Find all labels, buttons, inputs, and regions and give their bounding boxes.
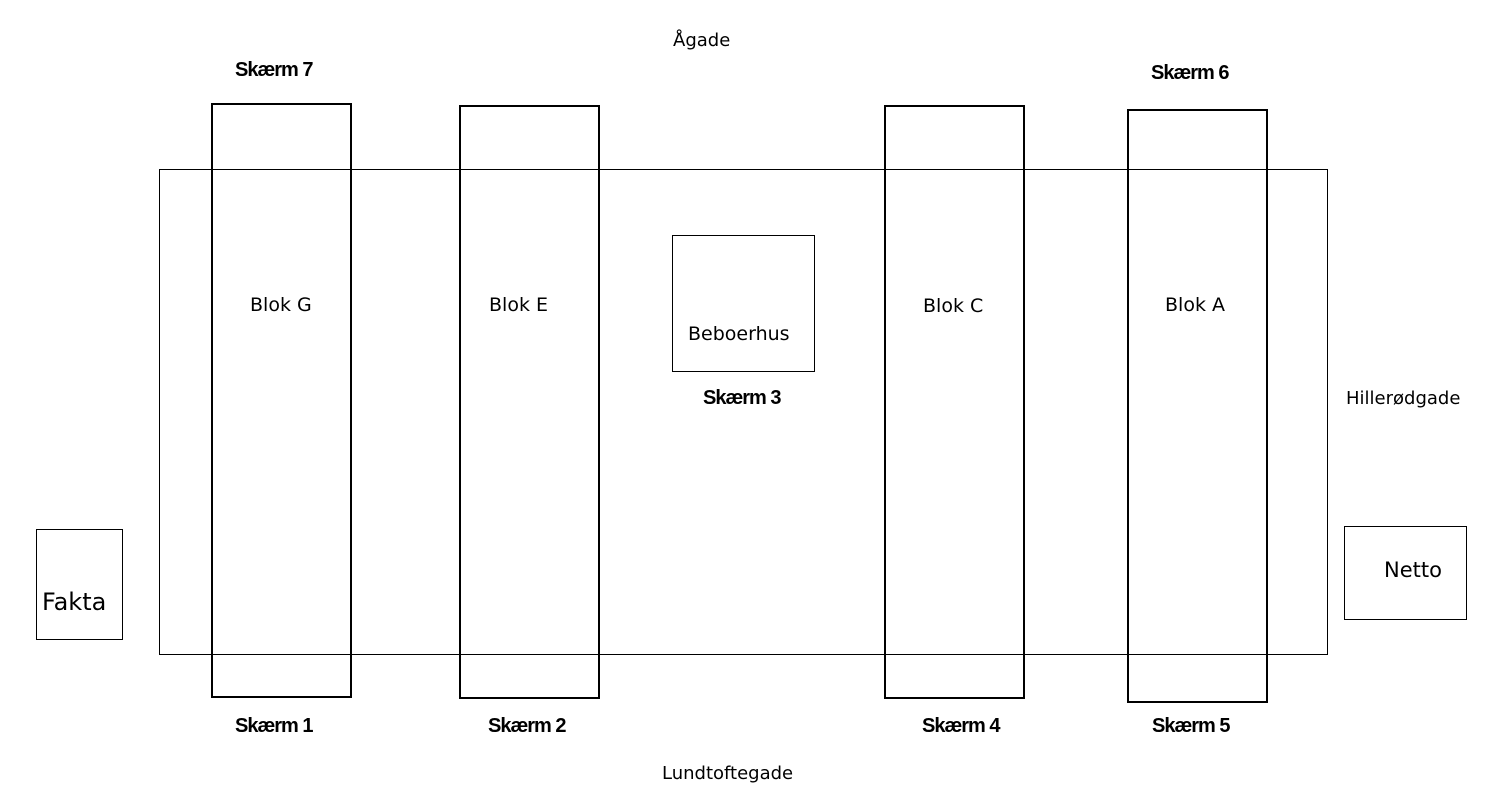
screen-4-label: Skærm 4 (922, 715, 1000, 737)
screen-3-label: Skærm 3 (703, 387, 781, 409)
beboerhus-building (672, 235, 815, 372)
fakta-label: Fakta (42, 588, 107, 616)
block-g (211, 103, 352, 698)
screen-2-label: Skærm 2 (488, 715, 566, 737)
netto-store (1344, 526, 1467, 620)
street-north: Ågade (673, 30, 731, 51)
fakta-store (36, 529, 123, 640)
block-a (1127, 109, 1268, 703)
block-e (459, 105, 600, 699)
screen-5-label: Skærm 5 (1152, 715, 1230, 737)
block-c (884, 105, 1025, 699)
street-east: Hillerødgade (1346, 388, 1461, 409)
screen-7-label: Skærm 7 (235, 59, 313, 81)
beboerhus-label: Beboerhus (688, 323, 790, 345)
block-g-label: Blok G (250, 294, 312, 316)
netto-label: Netto (1384, 558, 1442, 582)
block-a-label: Blok A (1165, 294, 1225, 316)
site-area-outline (159, 169, 1328, 655)
block-e-label: Blok E (489, 294, 548, 316)
screen-1-label: Skærm 1 (235, 715, 313, 737)
street-south: Lundtoftegade (662, 763, 794, 784)
block-c-label: Blok C (923, 295, 984, 317)
screen-6-label: Skærm 6 (1151, 62, 1229, 84)
